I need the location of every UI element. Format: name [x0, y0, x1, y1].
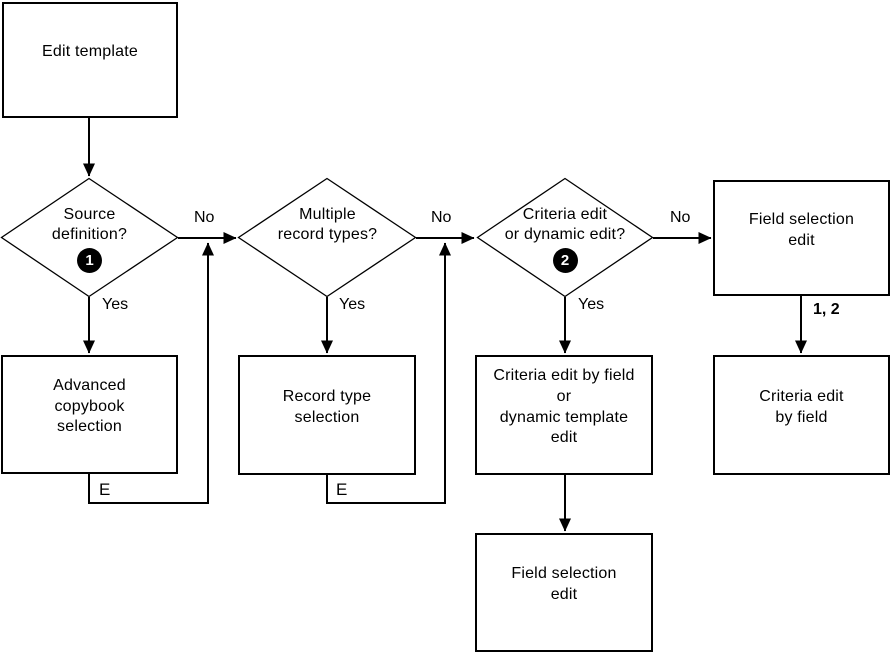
edge-label-yes-1: Yes [102, 296, 129, 313]
edge-label-1-2: 1, 2 [813, 301, 840, 318]
node-advanced-copybook-selection: Advanced copybook selection [1, 355, 178, 474]
node-field-selection-edit-bottom-label: Field selection edit [511, 565, 617, 603]
edge-label-exit-2: E [336, 480, 348, 499]
decision-source-definition-shape [0, 177, 179, 298]
decision-multiple-record-types-shape [237, 177, 417, 298]
edge-exit-loop-advanced-copybook [88, 242, 214, 504]
decision-criteria-or-dynamic-label: Criteria edit or dynamic edit? [504, 206, 626, 243]
edge-label-exit-1: E [99, 480, 111, 499]
decision-criteria-or-dynamic: Criteria edit or dynamic edit? 2 [477, 178, 653, 297]
node-record-type-selection-label: Record type selection [282, 387, 372, 426]
node-criteria-or-dynamic-template-edit: Criteria edit by field or dynamic templa… [475, 355, 653, 475]
edge-label-no-2: No [431, 209, 452, 226]
decision-criteria-or-dynamic-shape [476, 177, 654, 298]
node-field-selection-edit-bottom: Field selection edit [475, 533, 653, 652]
node-record-type-selection: Record type selection [238, 355, 416, 475]
node-advanced-copybook-selection-label: Advanced copybook selection [53, 376, 126, 436]
decision-multiple-record-types: Multiple record types? [239, 178, 416, 297]
edge-exit-loop-record-type [326, 242, 451, 504]
edge-label-no-1: No [194, 209, 215, 226]
node-edit-template-label: Edit template [42, 43, 138, 61]
node-criteria-or-dynamic-template-edit-label: Criteria edit by field or dynamic templa… [493, 366, 635, 447]
decision-source-definition: Source definition? 1 [1, 178, 178, 297]
node-field-selection-edit-top-label: Field selection edit [748, 210, 855, 249]
badge-1: 1 [77, 248, 102, 274]
edge-label-yes-2: Yes [339, 296, 366, 313]
decision-multiple-record-types-label: Multiple record types? [277, 206, 378, 243]
node-edit-template: Edit template [2, 2, 178, 118]
node-criteria-edit-by-field-label: Criteria edit by field [759, 387, 844, 426]
badge-2: 2 [552, 248, 578, 274]
node-field-selection-edit-top: Field selection edit [713, 180, 890, 296]
node-criteria-edit-by-field: Criteria edit by field [713, 355, 890, 475]
edge-label-yes-3: Yes [578, 296, 605, 313]
edge-label-no-3: No [670, 209, 691, 226]
decision-source-definition-label: Source definition? [51, 206, 128, 243]
